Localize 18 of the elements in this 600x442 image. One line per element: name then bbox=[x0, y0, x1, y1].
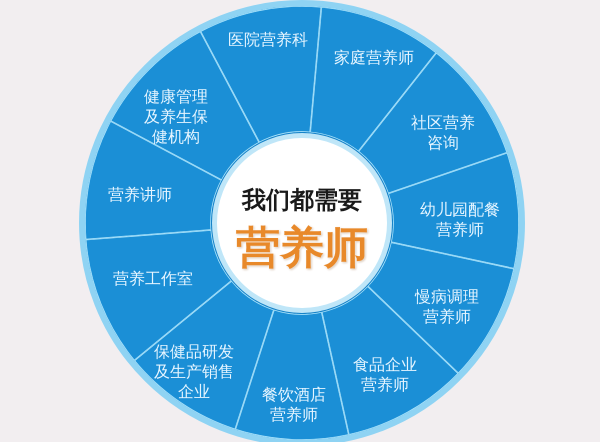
wheel-sector bbox=[110, 31, 260, 181]
title-text: 营养师 bbox=[236, 222, 368, 276]
wheel-sector bbox=[388, 152, 519, 269]
wheel-sector bbox=[85, 229, 232, 361]
heading-text: 我们都需要 bbox=[242, 185, 362, 216]
sector-label: 慢病调理营养师 bbox=[414, 287, 480, 327]
sector-label: 社区营养咨询 bbox=[410, 113, 476, 153]
sector-label: 食品企业营养师 bbox=[352, 355, 418, 395]
sector-label: 幼儿园配餐营养师 bbox=[419, 200, 501, 240]
sector-label: 营养工作室 bbox=[113, 269, 193, 289]
sector-label: 健康管理及养生保健机构 bbox=[143, 87, 209, 147]
sector-label: 营养讲师 bbox=[108, 185, 172, 205]
wheel-sector bbox=[367, 242, 515, 374]
sector-label: 保健品研发及生产销售企业 bbox=[153, 342, 235, 402]
sector-label: 医院营养科 bbox=[228, 30, 308, 50]
sector-label: 家庭营养师 bbox=[334, 48, 414, 68]
sector-label: 餐饮酒店营养师 bbox=[261, 385, 327, 425]
wheel-sector bbox=[235, 309, 349, 440]
